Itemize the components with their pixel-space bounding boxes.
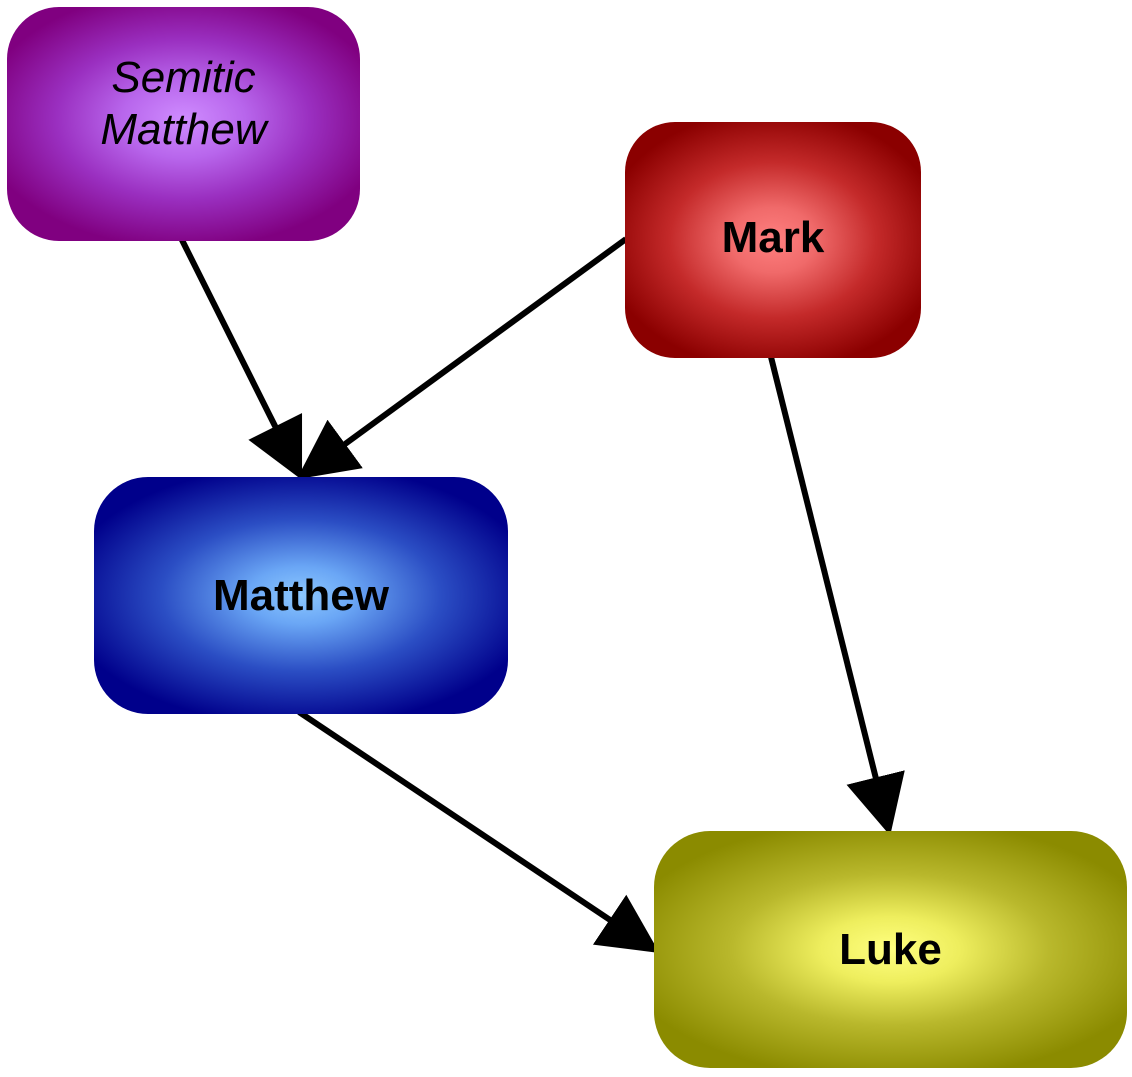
node-label-mark: Mark (721, 213, 825, 263)
edge-matthew-to-luke (297, 709, 660, 954)
node-label-semitic-matthew-text: Semitic Matthew (100, 53, 267, 154)
edge-mark-to-luke (768, 356, 905, 836)
node-luke: Luke (654, 831, 1127, 1068)
node-semitic-matthew: Semitic Matthew (7, 7, 360, 241)
node-matthew: Matthew (94, 477, 508, 714)
node-mark: Mark (625, 122, 921, 358)
node-label-luke: Luke (839, 924, 942, 974)
edge-mark-to-matthew (296, 236, 628, 480)
edge-semitic-matthew-to-matthew (178, 236, 303, 481)
node-label-matthew: Matthew (213, 570, 389, 620)
node-label-semitic-matthew: Semitic Matthew (100, 52, 266, 156)
